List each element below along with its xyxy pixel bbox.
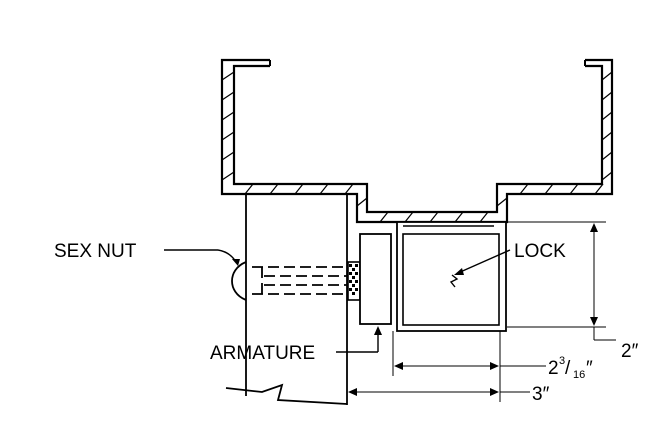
lock-leader — [454, 249, 511, 275]
lock-width-dimension — [392, 331, 546, 376]
armature-leader — [336, 326, 382, 353]
svg-text:″: ″ — [586, 358, 593, 379]
bolt-hidden-lines — [252, 266, 350, 295]
svg-text:/: / — [565, 358, 571, 379]
sex-nut-head — [231, 261, 247, 301]
svg-text:2: 2 — [548, 358, 559, 379]
armature-label: ARMATURE — [210, 343, 315, 364]
header-frame-channel — [220, 58, 614, 224]
lock-width-dimension-label: 2 3 / 16 ″ — [548, 355, 593, 381]
svg-text:3: 3 — [559, 355, 565, 367]
armature-plate — [359, 233, 392, 325]
sex-nut-leader — [164, 249, 240, 266]
rubber-washer — [347, 261, 361, 301]
height-dimension-label: 2″ — [621, 341, 639, 362]
lock-label: LOCK — [514, 241, 566, 262]
svg-text:16: 16 — [573, 369, 585, 381]
height-dimension — [507, 221, 616, 341]
overall-width-dimension — [348, 376, 530, 402]
lock-body — [396, 221, 507, 332]
lock-center-mark — [449, 274, 459, 288]
overall-width-dimension-label: 3″ — [532, 384, 550, 405]
sex-nut-label: SEX NUT — [54, 241, 137, 262]
door-leaf — [225, 194, 348, 405]
break-line — [225, 383, 348, 405]
